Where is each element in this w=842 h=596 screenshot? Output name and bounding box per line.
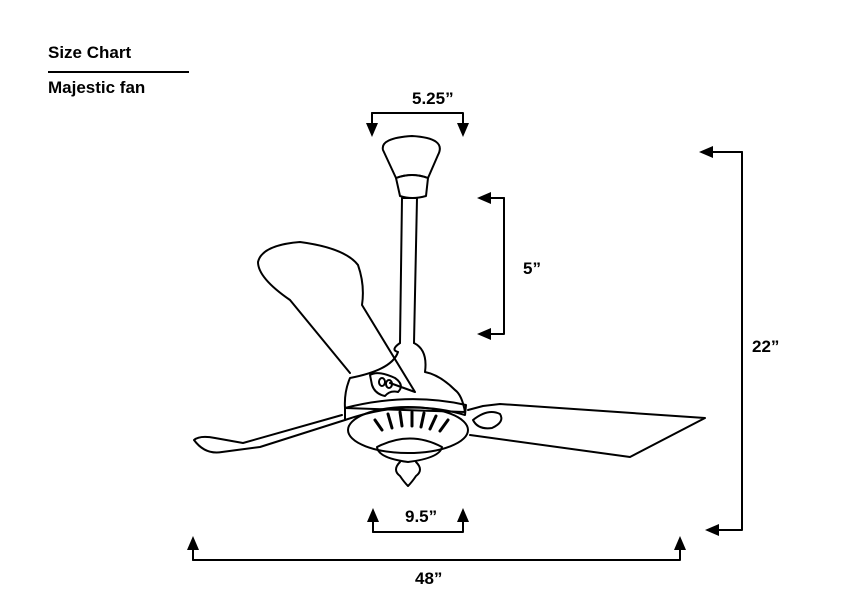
upper-blade bbox=[257, 241, 416, 393]
canopy-width-bracket bbox=[366, 112, 469, 137]
title-divider bbox=[48, 71, 189, 73]
light-kit-width-label: 9.5” bbox=[405, 507, 438, 526]
overall-height-label: 22” bbox=[752, 337, 780, 356]
right-blade-iron bbox=[472, 411, 503, 430]
canopy-width-label: 5.25” bbox=[412, 89, 454, 108]
light-bowl bbox=[347, 406, 469, 454]
fan-illustration bbox=[193, 135, 706, 487]
canopy bbox=[381, 135, 441, 179]
downrod bbox=[399, 197, 418, 344]
right-blade bbox=[467, 403, 706, 458]
housing-band bbox=[344, 398, 467, 421]
blade-iron bbox=[369, 372, 402, 397]
size-chart-title: Size Chart bbox=[48, 43, 132, 62]
downrod-bracket bbox=[477, 192, 505, 340]
light-bowl-slots bbox=[373, 410, 450, 433]
finial bbox=[395, 461, 421, 487]
downrod-length-label: 5” bbox=[523, 259, 541, 278]
product-name: Majestic fan bbox=[48, 78, 146, 97]
left-blade bbox=[193, 414, 346, 454]
blade-span-label: 48” bbox=[415, 569, 443, 588]
light-glass bbox=[376, 437, 443, 463]
canopy-collar bbox=[395, 174, 429, 199]
blade-span-bracket bbox=[187, 536, 686, 561]
height-bracket bbox=[699, 146, 743, 536]
motor-housing bbox=[343, 342, 466, 413]
light-kit-bracket bbox=[367, 508, 469, 533]
